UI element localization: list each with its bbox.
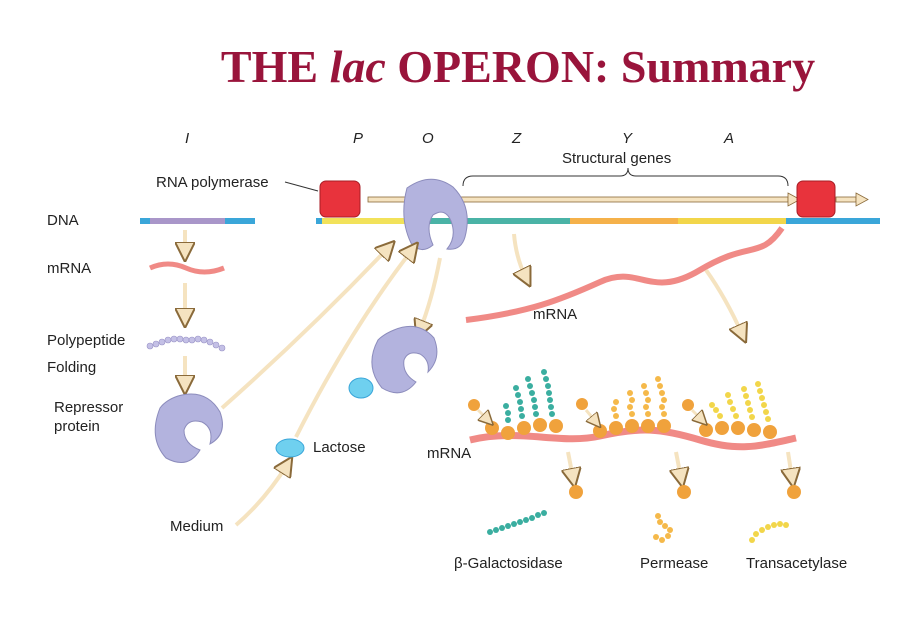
arrow-transcription-down [512, 233, 526, 278]
released-ribosome-y [677, 485, 691, 499]
lactose-molecule [275, 438, 305, 458]
gene-letter-y: Y [622, 130, 633, 147]
release-arrow-z [568, 451, 573, 478]
arrow-medium-to-lactose [234, 465, 287, 527]
mrna-ribosomes-label: mRNA [427, 445, 471, 462]
polypeptide-label: Polypeptide [47, 332, 125, 349]
arrow-repressor-to-operator [220, 248, 388, 410]
gene-letter-a: A [723, 130, 734, 147]
structural-genes-label: Structural genes [562, 150, 671, 167]
mrna-left-strand [148, 261, 225, 275]
ribosome-join-arrow-y [584, 409, 596, 422]
dna-label: DNA [47, 212, 79, 229]
inactive-repressor [371, 325, 438, 394]
transcription-arrow [367, 192, 869, 207]
folding-label: Folding [47, 359, 96, 376]
repressor-on-operator [403, 178, 468, 250]
rna-polymerase-leader [284, 181, 319, 192]
ribosome-join-arrow-a [690, 408, 702, 420]
release-arrow-a [788, 451, 792, 478]
ribosome-join-arrow-z [476, 408, 488, 420]
gene-letter-i: I [185, 130, 189, 147]
transacetylase-chain [749, 521, 789, 543]
y-region-translation [576, 376, 671, 438]
transacetylase-label: Transacetylase [746, 555, 847, 572]
page-title: THE lac OPERON: Summary [0, 40, 916, 93]
released-ribosome-a [787, 485, 801, 499]
released-ribosome-z [569, 485, 583, 499]
release-arrow-y [676, 451, 681, 478]
translated-mrna [469, 426, 797, 451]
repressor-protein [154, 393, 223, 463]
structural-genes-bracket [462, 167, 789, 187]
permease-label: Permease [640, 555, 708, 572]
regulator-dna [140, 218, 255, 224]
bound-lactose [348, 377, 374, 399]
repressor-label-line1: Repressor [54, 399, 123, 416]
lactose-label: Lactose [313, 439, 366, 456]
gene-letter-z: Z [511, 130, 522, 147]
beta-galactosidase-label: β-Galactosidase [454, 555, 563, 572]
a-region-translation [682, 381, 777, 439]
polycistronic-mrna [465, 226, 785, 323]
rna-polymerase-block-left [319, 180, 361, 218]
rna-polymerase-block-right [796, 180, 836, 218]
permease-chain [653, 513, 673, 543]
rna-polymerase-label: RNA polymerase [156, 174, 269, 191]
beta-galactosidase-chain [487, 510, 547, 535]
arrow-mrna-to-translation [704, 268, 742, 334]
gene-letter-p: P [353, 130, 363, 147]
arrow-lactose-to-operator [294, 250, 412, 438]
medium-label: Medium [170, 518, 223, 535]
operon-dna [316, 218, 880, 224]
mrna-left-label: mRNA [47, 260, 91, 277]
title-prefix: THE [220, 41, 330, 92]
polypeptide-chain [146, 335, 226, 352]
arrow-repressor-release [420, 257, 442, 330]
z-region-translation [468, 369, 563, 440]
mrna-top-label: mRNA [533, 306, 577, 323]
title-italic: lac [329, 41, 386, 92]
gene-letter-o: O [422, 130, 434, 147]
repressor-label-line2: protein [54, 418, 100, 435]
title-suffix: OPERON: Summary [385, 41, 816, 92]
